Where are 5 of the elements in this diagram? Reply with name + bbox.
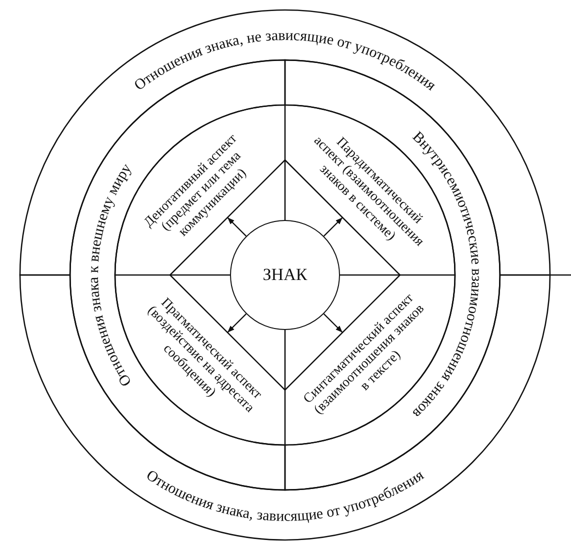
arrow	[227, 313, 247, 333]
center-label: ЗНАК	[262, 265, 308, 285]
arrow	[323, 217, 343, 237]
arrow	[227, 217, 247, 237]
arrow	[323, 313, 343, 333]
